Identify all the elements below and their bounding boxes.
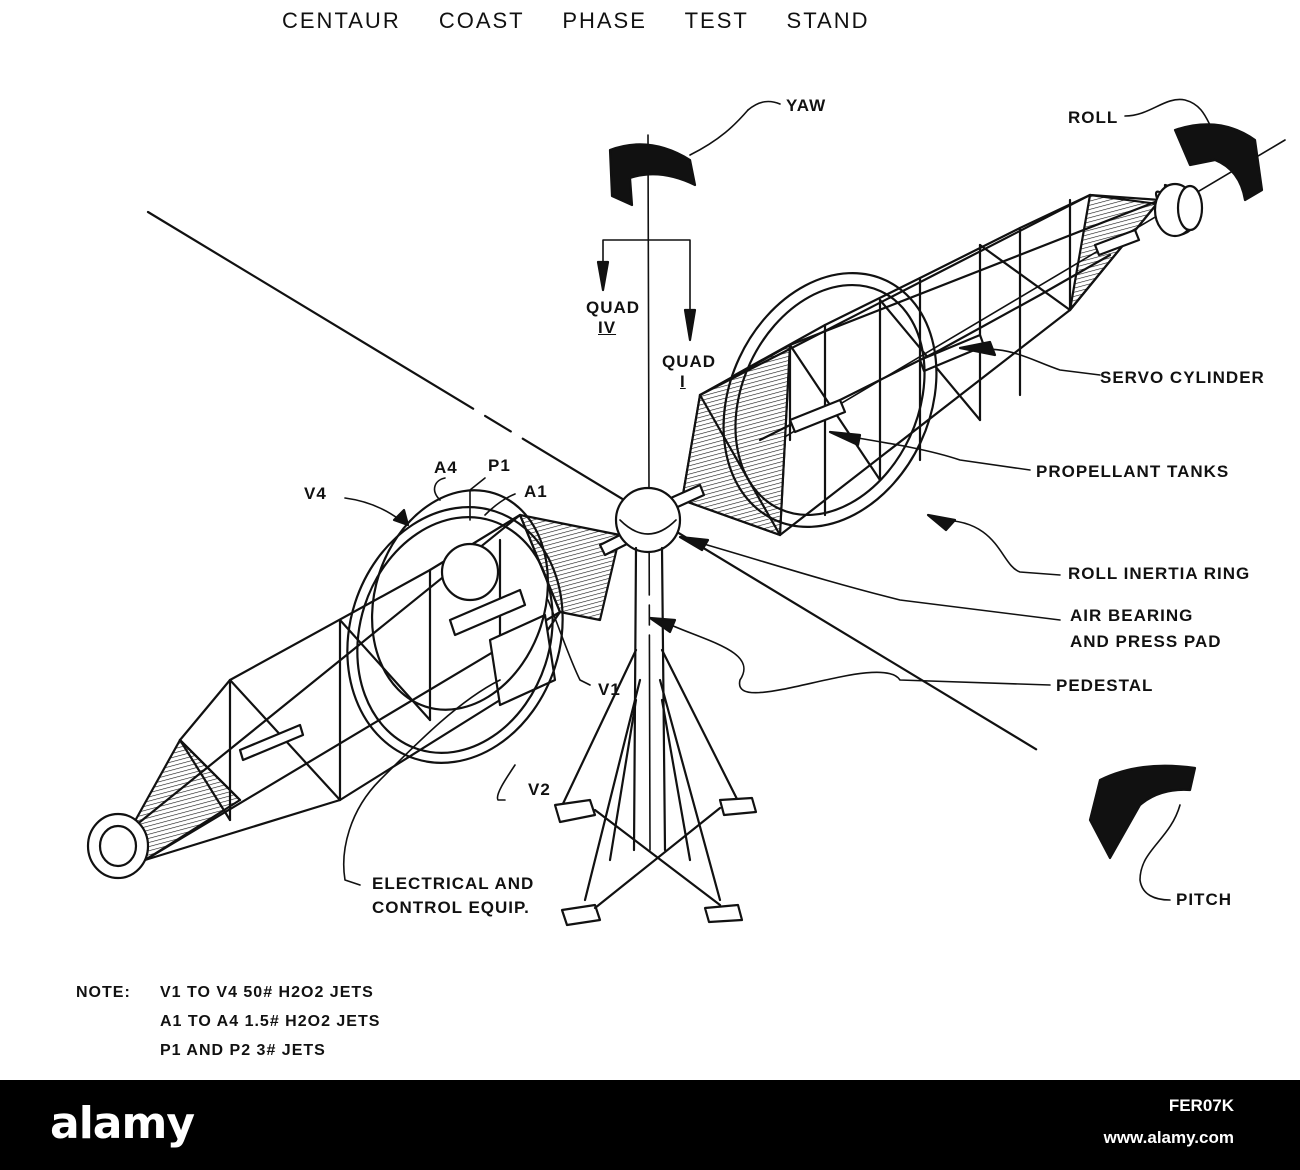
- label-electrical-1: ELECTRICAL AND: [372, 874, 535, 893]
- label-air-bearing-2: AND PRESS PAD: [1070, 632, 1222, 651]
- label-electrical-2: CONTROL EQUIP.: [372, 898, 530, 917]
- label-pitch: PITCH: [1176, 890, 1232, 909]
- label-a4: A4: [434, 458, 458, 477]
- watermark-footer: alamy FER07K www.alamy.com: [0, 1080, 1300, 1170]
- label-v2: V2: [528, 780, 551, 799]
- label-roll-inertia-ring: ROLL INERTIA RING: [1068, 564, 1251, 583]
- roll-arc: [1173, 123, 1264, 202]
- note-line-1: V1 TO V4 50# H2O2 JETS: [160, 984, 374, 1001]
- label-a1: A1: [524, 482, 548, 501]
- label-v4: V4: [304, 484, 327, 503]
- air-bearing-sphere: [614, 486, 682, 554]
- label-roll: ROLL: [1068, 108, 1119, 127]
- label-quad-iv-num: IV: [598, 318, 617, 337]
- label-pedestal: PEDESTAL: [1056, 676, 1154, 695]
- label-air-bearing-1: AIR BEARING: [1070, 606, 1194, 625]
- note-block: NOTE: V1 TO V4 50# H2O2 JETS A1 TO A4 1.5…: [76, 984, 380, 1071]
- diagram-title: CENTAUR COAST PHASE TEST STAND: [282, 8, 870, 33]
- label-quad-i-word: QUAD: [662, 352, 717, 371]
- right-truss: [680, 182, 1204, 537]
- pitch-arc: [1088, 764, 1197, 860]
- image-code: FER07K: [1168, 1096, 1234, 1115]
- right-roll-ring: [722, 272, 938, 528]
- label-v1: V1: [598, 680, 621, 699]
- label-quad-i-num: I: [680, 372, 686, 391]
- label-yaw: YAW: [786, 96, 827, 115]
- left-roll-ring-outer: [346, 506, 564, 764]
- label-servo-cylinder: SERVO CYLINDER: [1100, 368, 1265, 387]
- label-propellant-tanks: PROPELLANT TANKS: [1036, 462, 1230, 481]
- note-line-3: P1 AND P2 3# JETS: [160, 1042, 326, 1059]
- label-p1: P1: [488, 456, 511, 475]
- label-quad-iv-word: QUAD: [586, 298, 641, 317]
- left-roll-ring-inner: [370, 489, 550, 711]
- note-head: NOTE:: [76, 984, 131, 1001]
- note-line-2: A1 TO A4 1.5# H2O2 JETS: [160, 1013, 381, 1030]
- brand-logo: alamy: [50, 1098, 195, 1149]
- site-url: www.alamy.com: [1103, 1128, 1234, 1147]
- yaw-arc: [608, 143, 697, 207]
- pedestal-structure: [553, 546, 758, 927]
- test-stand-drawing: [86, 98, 1286, 927]
- diagram-area: CENTAUR COAST PHASE TEST STAND: [76, 8, 1286, 1071]
